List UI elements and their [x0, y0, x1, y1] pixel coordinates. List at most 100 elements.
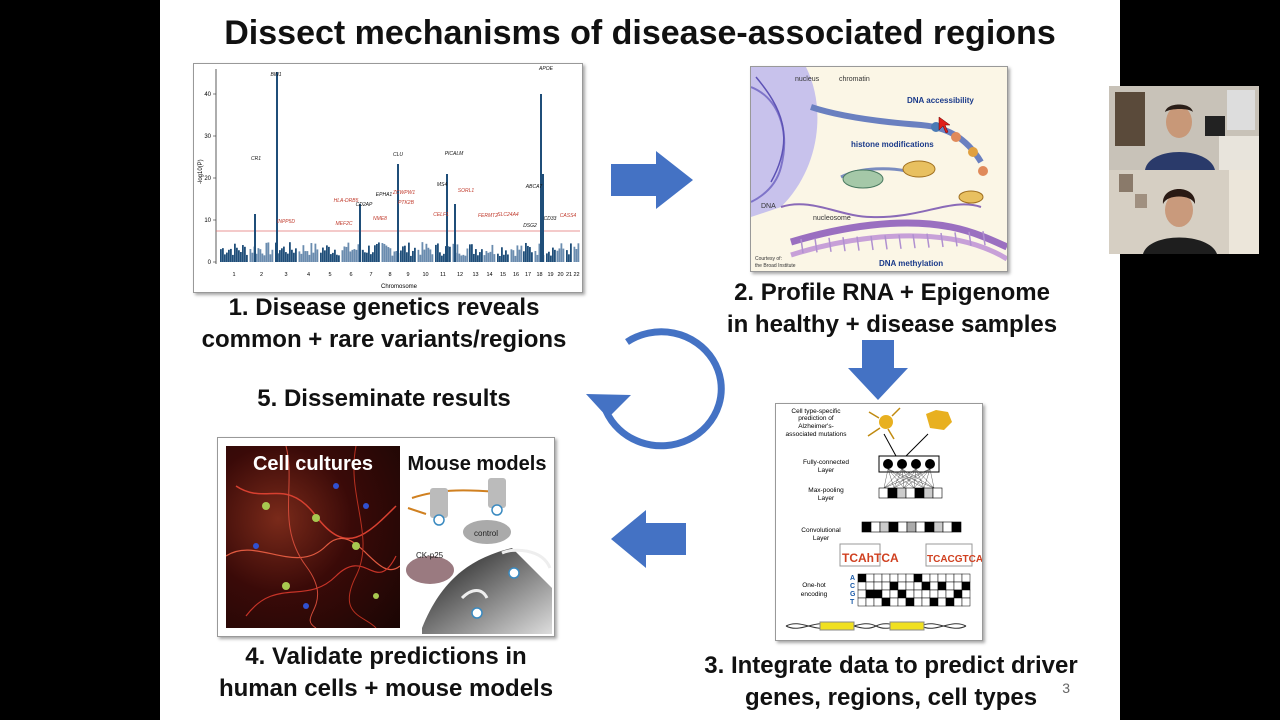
onehot-cell: [881, 597, 891, 607]
manhattan-point-column: [295, 248, 297, 262]
step2-line2: in healthy + disease samples: [726, 311, 1058, 338]
onehot-cell: [953, 573, 963, 583]
manhattan-point-column: [503, 254, 505, 262]
manhattan-point-column: [546, 253, 548, 262]
manhattan-point-column: [224, 254, 226, 262]
participant-video-2[interactable]: [1109, 170, 1259, 254]
manhattan-point-column: [536, 254, 539, 262]
manhattan-point-column: [389, 248, 392, 262]
manhattan-point-column: [512, 250, 515, 262]
manhattan-gene-label: BIN1: [270, 72, 281, 78]
manhattan-point-column: [322, 247, 324, 262]
manhattan-gene-label: CASS4: [560, 213, 577, 219]
manhattan-point-column: [230, 248, 232, 262]
onehot-cell: [953, 597, 963, 607]
validation-panel: Cell cultures Mouse models control CK-p2…: [217, 437, 555, 637]
manhattan-point-column: [238, 250, 240, 262]
manhattan-point-column: [408, 242, 410, 262]
manhattan-point-column: [518, 249, 521, 262]
manhattan-gene-label: CR1: [251, 156, 261, 162]
manhattan-gene-label: INPP5D: [277, 219, 295, 225]
onehot-cell: [857, 581, 867, 591]
manhattan-point-column: [330, 254, 332, 262]
participant-video-1[interactable]: [1109, 86, 1259, 170]
onehot-cell: [921, 597, 931, 607]
manhattan-point-column: [425, 243, 428, 262]
svg-text:TCAhTCA: TCAhTCA: [842, 551, 899, 565]
slide: Dissect mechanisms of disease-associated…: [160, 0, 1120, 720]
manhattan-peak: [454, 204, 456, 262]
step4-line2: human cells + mouse models: [218, 675, 554, 702]
onehot-cell: [945, 573, 955, 583]
manhattan-ytick-label: 40: [204, 92, 211, 98]
manhattan-point-column: [419, 254, 422, 262]
manhattan-point-column: [281, 248, 283, 262]
onehot-cell: [961, 581, 971, 591]
onehot-cell: [881, 573, 891, 583]
conv-cell: [924, 521, 935, 533]
layer-label-convolutional: Layer: [813, 535, 830, 542]
manhattan-point-column: [387, 247, 390, 262]
manhattan-point-column: [308, 254, 311, 262]
onehot-cell: [937, 589, 947, 599]
manhattan-xtick-label: 22: [573, 272, 579, 278]
pool-cell: [923, 487, 934, 499]
onehot-cell: [873, 581, 883, 591]
manhattan-point-column: [531, 252, 533, 262]
onehot-cell: [865, 597, 875, 607]
manhattan-point-column: [275, 242, 277, 262]
manhattan-point-column: [462, 254, 465, 262]
manhattan-point-column: [269, 254, 272, 262]
onehot-cell: [905, 589, 915, 599]
manhattan-point-column: [234, 243, 236, 262]
onehot-cell: [897, 581, 907, 591]
manhattan-point-column: [491, 244, 494, 262]
manhattan-point-column: [514, 255, 517, 262]
manhattan-point-column: [353, 249, 356, 262]
chromatin-label-histone-modifications: histone modifications: [851, 140, 934, 149]
layer-label-one-hot: One-hot: [802, 582, 826, 589]
manhattan-point-column: [376, 243, 378, 262]
onehot-cell: [929, 573, 939, 583]
step2-line1: 2. Profile RNA + Epigenome: [734, 279, 1050, 306]
manhattan-point-column: [255, 253, 258, 262]
network-title-line: Cell type-specific: [791, 408, 841, 415]
step2-caption: 2. Profile RNA + Epigenome in healthy + …: [680, 277, 1104, 341]
manhattan-point-column: [443, 253, 445, 262]
step1-caption: 1. Disease genetics reveals common + rar…: [160, 292, 608, 356]
manhattan-point-column: [246, 254, 248, 262]
manhattan-gene-label: HLA-DRB5: [334, 198, 359, 204]
manhattan-xtick-label: 19: [547, 272, 553, 278]
manhattan-xtick-label: 18: [536, 272, 542, 278]
onehot-cell: [873, 597, 883, 607]
manhattan-point-column: [507, 254, 509, 262]
manhattan-point-column: [410, 255, 412, 262]
onehot-cell: [945, 581, 955, 591]
manhattan-gene-label: CD2AP: [356, 202, 373, 208]
manhattan-peak: [397, 184, 399, 262]
manhattan-xtick-label: 4: [307, 272, 310, 278]
manhattan-point-column: [449, 246, 451, 262]
manhattan-point-column: [421, 242, 424, 262]
cell-culture-image: [226, 446, 400, 628]
manhattan-point-column: [220, 249, 222, 262]
manhattan-point-column: [267, 242, 270, 262]
manhattan-point-column: [562, 248, 565, 262]
onehot-cell: [961, 573, 971, 583]
manhattan-gene-label: SORL1: [458, 188, 475, 194]
manhattan-point-column: [306, 251, 309, 262]
onehot-cell: [937, 573, 947, 583]
conv-cell: [933, 521, 944, 533]
manhattan-point-column: [395, 250, 398, 262]
manhattan-point-column: [423, 249, 426, 262]
manhattan-point-column: [328, 246, 330, 262]
cell-cultures-label: Cell cultures: [252, 453, 374, 475]
manhattan-point-column: [362, 249, 364, 262]
manhattan-point-column: [414, 247, 416, 262]
onehot-cell: [929, 597, 939, 607]
manhattan-gene-label: CLU: [393, 152, 403, 158]
manhattan-point-column: [501, 247, 503, 262]
chromatin-credit-line2: the Broad Institute: [755, 263, 796, 269]
onehot-cell: [889, 573, 899, 583]
manhattan-point-column: [466, 248, 469, 262]
